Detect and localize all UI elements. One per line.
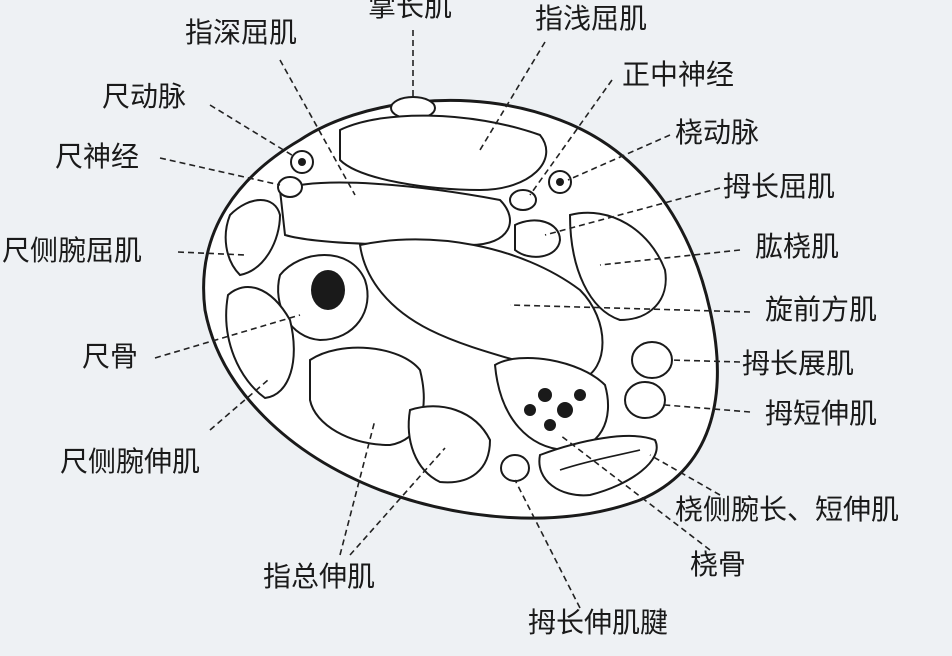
- ecu-shape: [225, 286, 295, 400]
- label-ecu: 尺侧腕伸肌: [60, 445, 201, 478]
- leader-fcu: [177, 251, 246, 256]
- leader-ulna: [154, 314, 301, 359]
- ed-shape-2: [407, 405, 492, 484]
- label-ecrl-ecrb: 桡侧腕长、短伸肌: [675, 493, 900, 526]
- label-fpl: 拇长屈肌: [723, 170, 836, 203]
- fds-shape: [339, 114, 548, 192]
- leader-apl: [669, 359, 741, 363]
- apl-shape: [631, 341, 673, 379]
- fcu-shape: [224, 199, 282, 277]
- leader-fpl: [544, 187, 721, 236]
- leader-ed-1: [339, 419, 376, 556]
- leader-epb: [664, 404, 751, 413]
- ecrl-ecrb-divider: [559, 449, 641, 471]
- radius-spongy-2: [557, 402, 573, 418]
- radial-artery-lumen: [556, 178, 564, 186]
- label-radius: 桡骨: [690, 548, 747, 581]
- label-apl: 拇长展肌: [742, 347, 855, 380]
- ulna-marrow: [311, 270, 345, 310]
- leader-fds: [479, 41, 546, 151]
- epl-tendon-shape: [500, 454, 530, 482]
- label-brachioradialis: 肱桡肌: [755, 230, 840, 263]
- radius-spongy-1: [538, 388, 552, 402]
- label-ed: 指总伸肌: [263, 560, 376, 593]
- label-radial-artery: 桡动脉: [675, 116, 760, 149]
- leader-pronator-quadratus: [509, 304, 751, 313]
- leader-radial-artery: [567, 134, 671, 181]
- epb-shape: [624, 381, 666, 419]
- leader-fdp: [279, 59, 356, 196]
- label-median-nerve: 正中神经: [622, 58, 735, 91]
- ulnar-nerve-shape: [277, 176, 303, 198]
- radius-spongy-3: [524, 404, 536, 416]
- leader-epl-tendon: [514, 479, 581, 609]
- ulnar-artery-lumen: [298, 158, 306, 166]
- label-ulnar-nerve: 尺神经: [55, 140, 140, 173]
- leader-radius: [559, 434, 711, 551]
- fdp-shape: [278, 181, 511, 247]
- label-ulna: 尺骨: [82, 340, 139, 373]
- radius-spongy-4: [574, 389, 586, 401]
- leader-ed-2: [349, 447, 446, 556]
- leader-ulnar-artery: [209, 104, 296, 158]
- leader-ulnar-nerve: [159, 157, 281, 186]
- leader-brachioradialis: [599, 249, 741, 266]
- median-nerve-shape: [509, 189, 537, 211]
- label-fdp: 指深屈肌: [185, 16, 298, 49]
- label-ulnar-artery: 尺动脉: [102, 80, 187, 113]
- fpl-shape: [514, 219, 562, 258]
- label-pronator-quadratus: 旋前方肌: [765, 293, 878, 326]
- radius-spongy-5: [544, 419, 556, 431]
- leader-median-nerve: [529, 79, 613, 196]
- ecrl-ecrb-shape: [538, 434, 658, 497]
- label-fcu: 尺侧腕屈肌: [2, 234, 143, 267]
- brachioradialis-shape: [568, 211, 667, 322]
- label-fds: 指浅屈肌: [535, 2, 648, 35]
- label-epb: 拇短伸肌: [765, 397, 878, 430]
- label-epl-tendon: 拇长伸肌腱: [528, 606, 669, 639]
- radius-shape: [493, 356, 610, 452]
- label-palmaris-longus: 掌长肌: [368, 0, 453, 23]
- leader-ecu: [209, 379, 269, 431]
- leader-ecrl-ecrb: [649, 454, 721, 496]
